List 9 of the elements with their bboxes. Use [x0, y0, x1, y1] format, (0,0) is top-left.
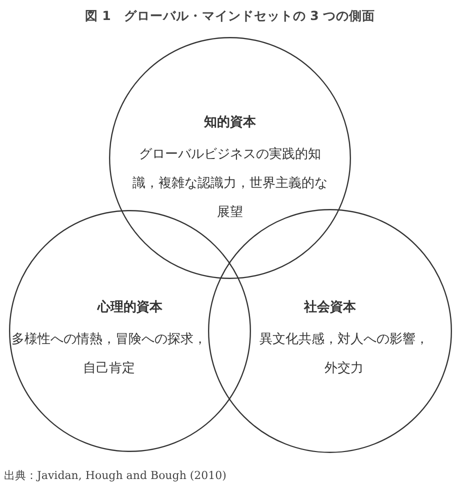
circle-description: 異文化共感，対人への影響，外交力 [258, 331, 430, 378]
circle-heading: 心理的資本 [96, 298, 164, 316]
source-note: 出典：Javidan, Hough and Bough (2010) [4, 468, 226, 483]
figure-title: 図 1 グローバル・マインドセットの 3 つの側面 [84, 8, 376, 25]
circle-description: グローバルビジネスの実践的知識，複雑な認識力，世界主義的な展望 [132, 146, 328, 222]
circle-heading: 知的資本 [202, 114, 257, 131]
circle-description: 多様性への情熱，冒険への探求，自己肯定 [10, 331, 208, 378]
venn-circle [109, 37, 351, 279]
circle-heading: 社会資本 [302, 299, 357, 316]
